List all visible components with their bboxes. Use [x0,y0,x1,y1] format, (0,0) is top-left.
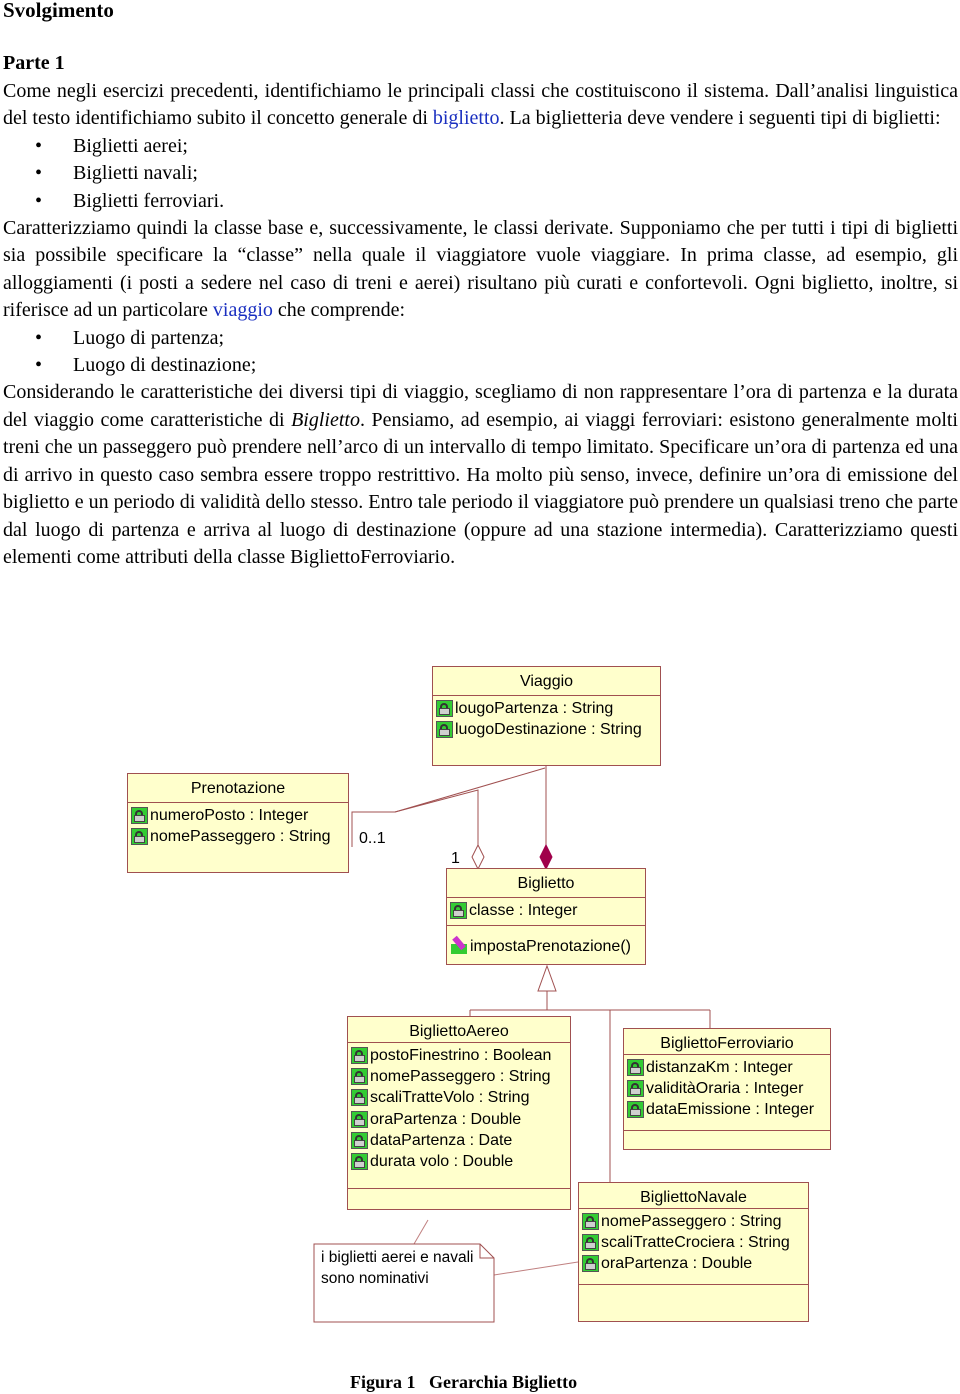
multiplicity-prenotazione: 0..1 [359,830,386,847]
link-biglietto[interactable]: biglietto [432,107,500,130]
class-attributes: distanzaKm : Integer validitàOraria : In… [624,1055,830,1131]
p3-text-c: . [450,545,456,568]
link-viaggio[interactable]: viaggio [212,299,273,322]
body-text: Come negli esercizi precedenti, identifi… [3,78,958,571]
attribute-row: scaliTratteVolo : String [351,1087,570,1108]
page-heading: Svolgimento [3,0,114,22]
attribute-row: classe : Integer [450,900,645,921]
class-biglietto-ferroviario[interactable]: BigliettoFerroviario distanzaKm : Intege… [623,1028,831,1150]
private-attribute-icon [351,1089,368,1107]
p1-text-a: Come negli esercizi precedenti, identifi… [3,80,958,130]
class-biglietto[interactable]: Biglietto classe : Integer impostaPrenot… [446,868,646,965]
list-item: Biglietti aerei; [3,133,958,161]
private-attribute-icon [351,1153,368,1171]
attribute-row: numeroPosto : Integer [131,805,348,826]
private-attribute-icon [351,1110,368,1128]
private-attribute-icon [582,1213,599,1231]
list-item: Luogo di destinazione; [3,352,958,380]
note-link-navale [493,1261,579,1276]
private-attribute-icon [627,1101,644,1119]
paragraph-3: Considerando le caratteristiche dei dive… [3,379,958,571]
paragraph-2: Caratterizziamo quindi la classe base e,… [3,215,958,325]
attribute-row: oraPartenza : Double [351,1109,570,1130]
private-attribute-icon [582,1255,599,1273]
class-name: BigliettoAereo [348,1017,570,1043]
attribute-row: durata volo : Double [351,1151,570,1172]
note-link-aereo [413,1219,429,1245]
attribute-row: oraPartenza : Double [582,1253,808,1274]
class-name: Prenotazione [128,774,348,803]
attribute-row: nomePasseggero : String [582,1211,808,1232]
class-prenotazione[interactable]: Prenotazione numeroPosto : Integer nomeP… [127,773,349,873]
class-biglietto-aereo[interactable]: BigliettoAereo postoFinestrino : Boolean… [347,1016,571,1210]
class-name: BigliettoFerroviario [624,1029,830,1055]
p3-text-a: Considerando le caratteristiche dei dive… [3,381,958,431]
class-operations: impostaPrenotazione() [447,926,645,961]
class-biglietto-navale[interactable]: BigliettoNavale nomePasseggero : String … [578,1182,809,1322]
p3-text-b: . Pensiamo, ad esempio, ai viaggi ferrov… [3,408,958,568]
private-attribute-icon [131,807,148,825]
private-attribute-icon [436,700,453,718]
figure-caption: Figura 1 Gerarchia Biglietto [350,1372,578,1392]
class-attributes: classe : Integer [447,898,645,926]
class-attributes: numeroPosto : Integer nomePasseggero : S… [128,803,348,851]
multiplicity-biglietto: 1 [451,850,460,867]
p2-text-b: che comprende: [272,299,406,322]
list-item: Luogo di partenza; [3,325,958,353]
class-name: Biglietto [447,869,645,898]
private-attribute-icon [351,1068,368,1086]
trip-parts-list: Luogo di partenza; Luogo di destinazione… [3,325,958,380]
attribute-row: luogoDestinazione : String [436,719,660,740]
paragraph-1: Come negli esercizi precedenti, identifi… [3,78,958,133]
private-attribute-icon [351,1131,368,1149]
attribute-row: nomePasseggero : String [131,826,348,847]
operation-row: impostaPrenotazione() [450,936,645,957]
class-name: Viaggio [433,667,660,696]
aggregation-diamond [471,843,485,871]
attribute-row: dataEmissione : Integer [627,1099,830,1120]
ticket-types-list: Biglietti aerei; Biglietti navali; Bigli… [3,133,958,216]
private-attribute-icon [351,1047,368,1065]
private-attribute-icon [582,1234,599,1252]
private-attribute-icon [627,1059,644,1077]
attribute-row: scaliTratteCrociera : String [582,1232,808,1253]
p2-text-a: Caratterizziamo quindi la classe base e,… [3,217,958,322]
private-attribute-icon [450,902,467,920]
class-viaggio[interactable]: Viaggio lougoPartenza : String luogoDest… [432,666,661,766]
p1-text-b: . La biglietteria deve vendere i seguent… [499,107,941,130]
list-item: Biglietti ferroviari. [3,188,958,216]
attribute-row: nomePasseggero : String [351,1066,570,1087]
private-attribute-icon [131,828,148,846]
public-operation-icon [450,938,470,955]
part-title: Parte 1 [3,52,65,74]
attribute-row: lougoPartenza : String [436,698,660,719]
composition-diamond [539,843,553,871]
note-shape [313,1243,495,1323]
private-attribute-icon [436,721,453,739]
attribute-row: dataPartenza : Date [351,1130,570,1151]
class-attributes: postoFinestrino : Boolean nomePasseggero… [348,1043,570,1189]
private-attribute-icon [627,1080,644,1098]
class-attributes: nomePasseggero : String scaliTratteCroci… [579,1209,808,1285]
class-attributes: lougoPartenza : String luogoDestinazione… [433,696,660,744]
uml-note: i biglietti aerei e navali sono nominati… [321,1249,474,1287]
attribute-row: validitàOraria : Integer [627,1078,830,1099]
class-name: BigliettoNavale [579,1183,808,1209]
p3-italic-biglietto: Biglietto [291,408,360,431]
p3-italic-ferroviario: BigliettoFerroviario [290,545,451,568]
attribute-row: distanzaKm : Integer [627,1057,830,1078]
attribute-row: postoFinestrino : Boolean [351,1045,570,1066]
aggregation-line-top [394,767,546,813]
inheritance-triangle [537,964,557,992]
list-item: Biglietti navali; [3,160,958,188]
